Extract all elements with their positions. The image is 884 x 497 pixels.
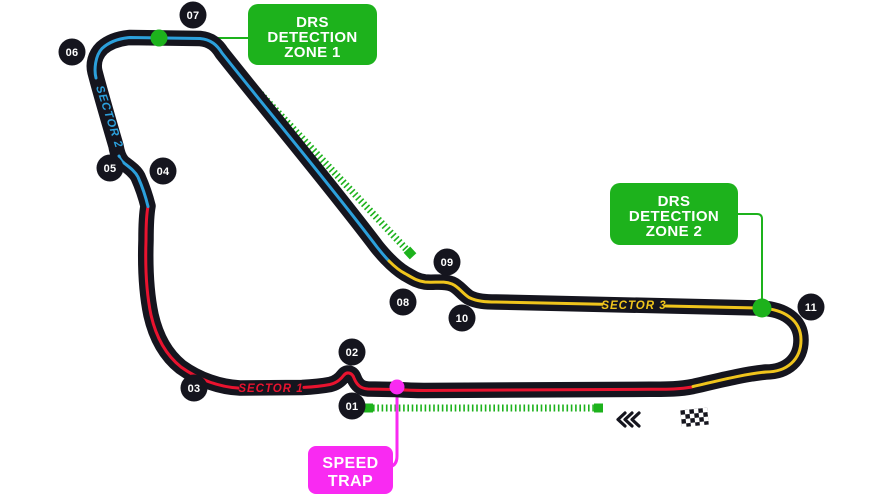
drs2-line3: ZONE 2 [646,223,703,240]
turn-07-circle [179,1,207,29]
drs2-line2: DETECTION [629,208,719,225]
turn-01-label: 01 [346,401,359,413]
checkered-flag-icon [680,407,709,428]
speed-trap-line2: TRAP [328,473,373,490]
turn-11-label: 11 [805,302,817,314]
drs-zone-1-callout: DRS DETECTION ZONE 1 [248,4,377,65]
flag-checks [680,407,709,428]
drs-zone-2-start-cap [364,403,373,413]
turn-10-circle [448,304,476,332]
turn-02-circle [338,338,366,366]
sector2-line [93,36,391,263]
turn-09-circle [433,248,461,276]
turn-marker-03: 03 [180,374,208,402]
drs2-connector-line [736,213,763,307]
speed-trap-line1: SPEED [322,455,378,472]
turn-01-circle [338,392,366,420]
drs-detection-dot-2 [752,298,772,318]
turn-marker-02: 02 [338,338,366,366]
turn-marker-05: 05 [96,154,124,182]
turn-11-circle [797,293,825,321]
turn-04-label: 04 [157,166,170,178]
chevron-left-1 [616,411,627,428]
turn-markers: 01 02 03 04 05 06 07 08 [58,1,825,420]
turn-10-label: 10 [456,313,469,325]
turn-marker-01: 01 [338,392,366,420]
turn-02-label: 02 [346,347,359,359]
turn-05-label: 05 [104,163,117,175]
sector1-label: SECTOR 1 [238,383,303,395]
speed-trap-callout: SPEED TRAP [308,446,393,494]
turn-marker-07: 07 [179,1,207,29]
chevron-left-2 [623,411,634,428]
turn-marker-09: 09 [433,248,461,276]
sector3-line [387,259,803,388]
drs-zone-2-end-cap [594,403,603,413]
drs-zone-1-end-cap [403,246,417,260]
drs1-line2: DETECTION [267,29,357,46]
drs-zone-1-box [248,4,377,65]
drs2-line1: DRS [658,193,691,210]
turn-08-circle [389,288,417,316]
turn-03-label: 03 [188,383,201,395]
turn-marker-11: 11 [797,293,825,321]
chevron-left-3 [630,411,641,428]
drs-zone-2-box [610,183,738,245]
drs1-line1: DRS [296,14,329,31]
drs-detection-dot-1 [150,29,168,47]
direction-chevrons-icon [616,411,641,428]
turn-09-label: 09 [441,257,454,269]
drs-zone-2-callout: DRS DETECTION ZONE 2 [610,183,738,245]
turn-04-circle [149,157,177,185]
drs1-line3: ZONE 1 [284,44,341,61]
turn-marker-08: 08 [389,288,417,316]
turn-06-circle [58,38,86,66]
speed-trap-box [308,446,393,494]
drs-zone-2-marking [364,403,603,413]
turn-marker-06: 06 [58,38,86,66]
turn-marker-10: 10 [448,304,476,332]
turn-06-label: 06 [66,47,79,59]
turn-07-label: 07 [187,10,200,22]
speed-trap-dot [389,379,405,395]
turn-03-circle [180,374,208,402]
turn-marker-04: 04 [149,157,177,185]
sector3-label: SECTOR 3 [601,300,666,312]
turn-08-label: 08 [397,297,410,309]
turn-05-circle [96,154,124,182]
